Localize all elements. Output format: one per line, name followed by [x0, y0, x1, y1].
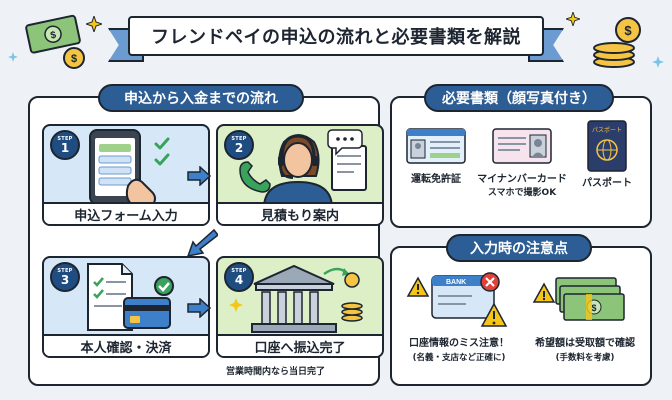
step-2-card: STEP 2 見積もり案内 [216, 124, 384, 226]
cash-stack-warning-icon: $ [532, 277, 625, 321]
step-1-card: STEP 1 申込フォーム入力 [42, 124, 210, 226]
caution-item-amount: $ 希望額は受取額で確認 (手数料を考慮) [522, 270, 648, 363]
step-2-label: 見積もり案内 [218, 202, 382, 224]
caution-sublabel: (手数料を考慮) [555, 353, 615, 363]
svg-text:BANK: BANK [446, 279, 466, 286]
coin-stack-icon: $ [593, 17, 641, 68]
document-sublabel: スマホで撮影OK [487, 188, 557, 198]
svg-text:$: $ [624, 23, 632, 38]
svg-text:$: $ [49, 30, 57, 42]
sparkle-icon [8, 52, 18, 62]
step-3-label: 本人確認・決済 [44, 334, 208, 356]
svg-text:$: $ [71, 53, 77, 65]
document-item-passport: パスポート パスポート [570, 120, 644, 189]
bank-icon [229, 264, 363, 333]
operator-headset-icon [239, 129, 367, 208]
document-label: 運転免許証 [411, 174, 461, 185]
document-item-mynumber: マイナンバーカード スマホで撮影OK [474, 128, 570, 198]
document-item-license: 運転免許証 [398, 128, 474, 185]
passport-icon: パスポート [587, 120, 627, 172]
step-3-card: STEP 3 本人確認・決済 [42, 256, 210, 358]
step-badge: STEP 1 [50, 130, 80, 160]
svg-text:パスポート: パスポート [592, 126, 622, 134]
step-badge: STEP 4 [224, 262, 254, 292]
bank-card-warning-icon: BANK [406, 272, 508, 327]
flow-heading: 申込から入金までの流れ [98, 84, 304, 112]
step-4-card: STEP 4 口座へ振込完了 [216, 256, 384, 358]
arrow-right-icon [187, 298, 212, 318]
sparkle-icon [566, 12, 580, 26]
my-number-card-icon [492, 128, 552, 164]
drivers-license-icon [406, 128, 466, 164]
document-card-icon [87, 263, 174, 331]
decoration-money-icon: $ $ [25, 14, 85, 69]
documents-heading: 必要書類（顔写真付き） [424, 84, 614, 112]
step-4-label: 口座へ振込完了 [218, 334, 382, 356]
sparkle-icon [86, 16, 102, 32]
step-1-label: 申込フォーム入力 [44, 202, 208, 224]
document-label: マイナンバーカード [477, 174, 567, 185]
document-label: パスポート [582, 178, 632, 189]
sparkle-icon [652, 56, 664, 68]
caution-label: 希望額は受取額で確認 [535, 338, 635, 349]
arrow-right-icon [187, 166, 212, 186]
step-4-note: 営業時間内なら当日完了 [226, 367, 326, 377]
svg-text:$: $ [591, 303, 596, 313]
step-badge: STEP 2 [224, 130, 254, 160]
caution-sublabel: (名義・支店など正確に) [412, 353, 506, 363]
caution-item-bank-info: BANK 口座情報のミス注意！ (名義・支店など正確に) [396, 270, 522, 363]
page-title: フレンドペイの申込の流れと必要書類を解説 [128, 16, 544, 56]
cautions-heading: 入力時の注意点 [446, 234, 592, 262]
step-badge: STEP 3 [50, 262, 80, 292]
smartphone-form-icon [89, 129, 170, 207]
arrow-down-left-icon [186, 228, 218, 257]
caution-label: 口座情報のミス注意！ [409, 338, 509, 349]
